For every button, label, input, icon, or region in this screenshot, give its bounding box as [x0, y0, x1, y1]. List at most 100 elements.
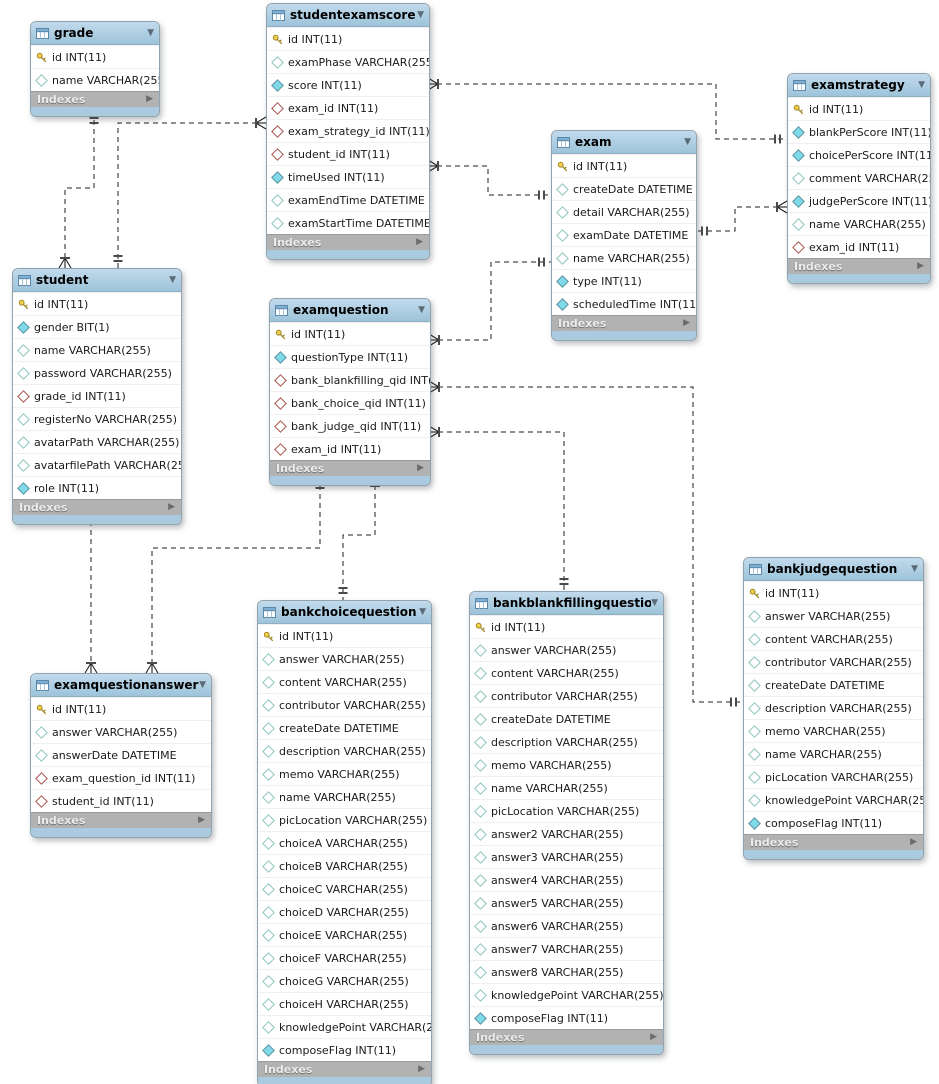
column-row[interactable]: id INT(11): [744, 581, 923, 604]
column-row[interactable]: answer6 VARCHAR(255): [470, 914, 663, 937]
column-row[interactable]: name VARCHAR(255): [552, 246, 696, 269]
column-row[interactable]: choiceB VARCHAR(255): [258, 854, 431, 877]
column-row[interactable]: bank_judge_qid INT(11): [270, 414, 430, 437]
expand-arrow-icon[interactable]: ▶: [650, 1032, 657, 1042]
column-row[interactable]: id INT(11): [470, 615, 663, 638]
column-row[interactable]: choicePerScore INT(11): [788, 143, 930, 166]
table-header[interactable]: examstrategy▼: [788, 74, 930, 97]
column-row[interactable]: blankPerScore INT(11): [788, 120, 930, 143]
column-row[interactable]: contributor VARCHAR(255): [744, 650, 923, 673]
column-row[interactable]: id INT(11): [267, 27, 429, 50]
column-row[interactable]: choiceH VARCHAR(255): [258, 992, 431, 1015]
column-row[interactable]: knowledgePoint VARCHAR(255): [744, 788, 923, 811]
collapse-arrow-icon[interactable]: ▼: [147, 27, 154, 38]
table-header[interactable]: bankjudgequestion▼: [744, 558, 923, 581]
column-row[interactable]: exam_id INT(11): [270, 437, 430, 460]
column-row[interactable]: choiceD VARCHAR(255): [258, 900, 431, 923]
column-row[interactable]: id INT(11): [13, 292, 181, 315]
column-row[interactable]: exam_strategy_id INT(11): [267, 119, 429, 142]
collapse-arrow-icon[interactable]: ▼: [418, 304, 425, 315]
column-row[interactable]: examPhase VARCHAR(255): [267, 50, 429, 73]
column-row[interactable]: gender BIT(1): [13, 315, 181, 338]
column-row[interactable]: contributor VARCHAR(255): [258, 693, 431, 716]
column-row[interactable]: answer7 VARCHAR(255): [470, 937, 663, 960]
column-row[interactable]: id INT(11): [270, 322, 430, 345]
table-header[interactable]: studentexamscore▼: [267, 4, 429, 27]
column-row[interactable]: answerDate DATETIME: [31, 743, 211, 766]
column-row[interactable]: memo VARCHAR(255): [470, 753, 663, 776]
expand-arrow-icon[interactable]: ▶: [198, 815, 205, 825]
indexes-footer[interactable]: Indexes▶: [788, 258, 930, 274]
column-row[interactable]: choiceA VARCHAR(255): [258, 831, 431, 854]
column-row[interactable]: detail VARCHAR(255): [552, 200, 696, 223]
expand-arrow-icon[interactable]: ▶: [416, 237, 423, 247]
column-row[interactable]: composeFlag INT(11): [744, 811, 923, 834]
column-row[interactable]: picLocation VARCHAR(255): [744, 765, 923, 788]
expand-arrow-icon[interactable]: ▶: [917, 261, 924, 271]
indexes-footer[interactable]: Indexes▶: [270, 460, 430, 476]
column-row[interactable]: id INT(11): [552, 154, 696, 177]
indexes-footer[interactable]: Indexes▶: [267, 234, 429, 250]
table-header[interactable]: bankchoicequestion▼: [258, 601, 431, 624]
column-row[interactable]: type INT(11): [552, 269, 696, 292]
column-row[interactable]: name VARCHAR(255): [788, 212, 930, 235]
column-row[interactable]: createDate DATETIME: [470, 707, 663, 730]
indexes-footer[interactable]: Indexes▶: [744, 834, 923, 850]
table-grade[interactable]: grade▼id INT(11)name VARCHAR(255)Indexes…: [30, 21, 160, 117]
column-row[interactable]: answer4 VARCHAR(255): [470, 868, 663, 891]
indexes-footer[interactable]: Indexes▶: [31, 812, 211, 828]
column-row[interactable]: description VARCHAR(255): [258, 739, 431, 762]
indexes-footer[interactable]: Indexes▶: [13, 499, 181, 515]
table-header[interactable]: grade▼: [31, 22, 159, 45]
column-row[interactable]: exam_question_id INT(11): [31, 766, 211, 789]
column-row[interactable]: score INT(11): [267, 73, 429, 96]
column-row[interactable]: timeUsed INT(11): [267, 165, 429, 188]
column-row[interactable]: choiceG VARCHAR(255): [258, 969, 431, 992]
relationship-examquestion-exam[interactable]: [428, 257, 551, 347]
column-row[interactable]: answer2 VARCHAR(255): [470, 822, 663, 845]
column-row[interactable]: id INT(11): [788, 97, 930, 120]
relationship-student-studentexamscore[interactable]: [113, 116, 267, 268]
collapse-arrow-icon[interactable]: ▼: [651, 597, 658, 608]
column-row[interactable]: createDate DATETIME: [552, 177, 696, 200]
column-row[interactable]: name VARCHAR(255): [470, 776, 663, 799]
table-studentexamscore[interactable]: studentexamscore▼id INT(11)examPhase VAR…: [266, 3, 430, 260]
column-row[interactable]: role INT(11): [13, 476, 181, 499]
collapse-arrow-icon[interactable]: ▼: [918, 79, 925, 90]
column-row[interactable]: student_id INT(11): [267, 142, 429, 165]
column-row[interactable]: id INT(11): [31, 697, 211, 720]
column-row[interactable]: scheduledTime INT(11): [552, 292, 696, 315]
column-row[interactable]: contributor VARCHAR(255): [470, 684, 663, 707]
column-row[interactable]: exam_id INT(11): [788, 235, 930, 258]
column-row[interactable]: composeFlag INT(11): [470, 1006, 663, 1029]
column-row[interactable]: choiceF VARCHAR(255): [258, 946, 431, 969]
column-row[interactable]: name VARCHAR(255): [13, 338, 181, 361]
expand-arrow-icon[interactable]: ▶: [683, 318, 690, 328]
relationship-examquestion-bankjudgequestion[interactable]: [428, 380, 743, 707]
indexes-footer[interactable]: Indexes▶: [470, 1029, 663, 1045]
relationship-grade-student[interactable]: [58, 111, 99, 269]
column-row[interactable]: id INT(11): [31, 45, 159, 68]
column-row[interactable]: name VARCHAR(255): [31, 68, 159, 91]
table-header[interactable]: student▼: [13, 269, 181, 292]
expand-arrow-icon[interactable]: ▶: [146, 94, 153, 104]
collapse-arrow-icon[interactable]: ▼: [684, 136, 691, 147]
table-examquestion[interactable]: examquestion▼id INT(11)questionType INT(…: [269, 298, 431, 486]
relationship-studentexamscore-examstrategy[interactable]: [427, 77, 787, 144]
table-bankblankfillingquestion[interactable]: bankblankfillingquestion▼id INT(11)answe…: [469, 591, 664, 1055]
column-row[interactable]: examEndTime DATETIME: [267, 188, 429, 211]
table-header[interactable]: exam▼: [552, 131, 696, 154]
column-row[interactable]: composeFlag INT(11): [258, 1038, 431, 1061]
table-examstrategy[interactable]: examstrategy▼id INT(11)blankPerScore INT…: [787, 73, 931, 284]
collapse-arrow-icon[interactable]: ▼: [911, 563, 918, 574]
column-row[interactable]: answer VARCHAR(255): [31, 720, 211, 743]
table-student[interactable]: student▼id INT(11)gender BIT(1)name VARC…: [12, 268, 182, 525]
column-row[interactable]: student_id INT(11): [31, 789, 211, 812]
relationship-examquestion-bankblankfillingquestion[interactable]: [428, 425, 569, 591]
column-row[interactable]: answer VARCHAR(255): [258, 647, 431, 670]
collapse-arrow-icon[interactable]: ▼: [417, 9, 424, 20]
column-row[interactable]: answer3 VARCHAR(255): [470, 845, 663, 868]
column-row[interactable]: answer8 VARCHAR(255): [470, 960, 663, 983]
column-row[interactable]: registerNo VARCHAR(255): [13, 407, 181, 430]
